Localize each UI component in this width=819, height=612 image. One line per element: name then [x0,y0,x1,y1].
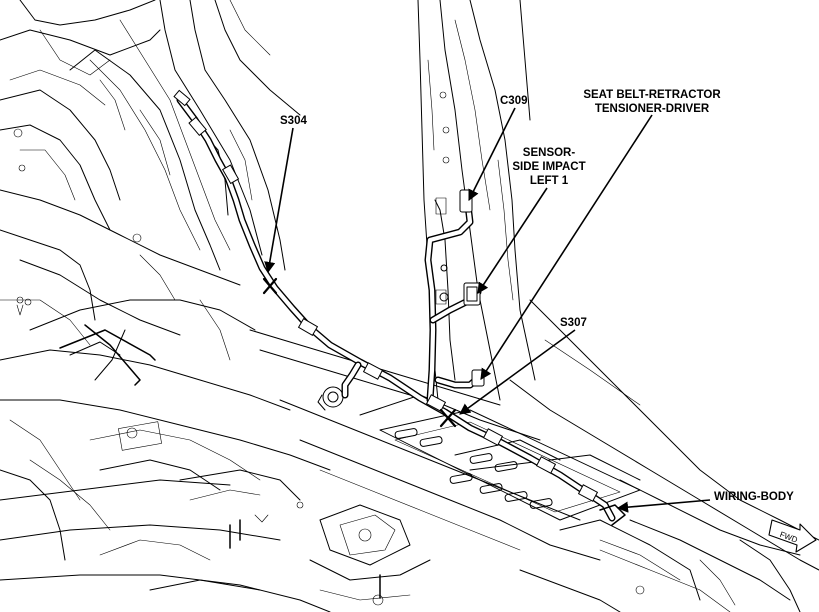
leader-retractor [480,114,653,380]
leader-c309 [468,107,516,202]
label-sensor-line3: LEFT 1 [530,175,569,187]
splice-s304-marker [262,277,278,295]
label-retractor-line1: SEAT BELT-RETRACTOR [583,89,721,101]
floor-slots [394,428,553,509]
label-retractor-line2: TENSIONER-DRIVER [595,103,710,115]
wiring-harness [173,89,626,526]
leader-lines [264,107,711,513]
splice-s307-marker [439,408,457,428]
label-wiring-body: WIRING-BODY [714,491,794,503]
labels: S304 C309 SEAT BELT-RETRACTOR TENSIONER-… [280,89,794,503]
leader-s304 [264,127,294,274]
label-s307: S307 [560,317,587,329]
harness-clips [173,89,599,502]
label-sensor-line1: SENSOR- [523,147,576,159]
leader-sensor [477,187,548,294]
label-c309: C309 [500,95,528,107]
label-sensor-line2: SIDE IMPACT [512,161,585,173]
label-s304: S304 [280,115,307,127]
leader-s307 [459,329,576,415]
leader-wiring-body [616,499,711,513]
